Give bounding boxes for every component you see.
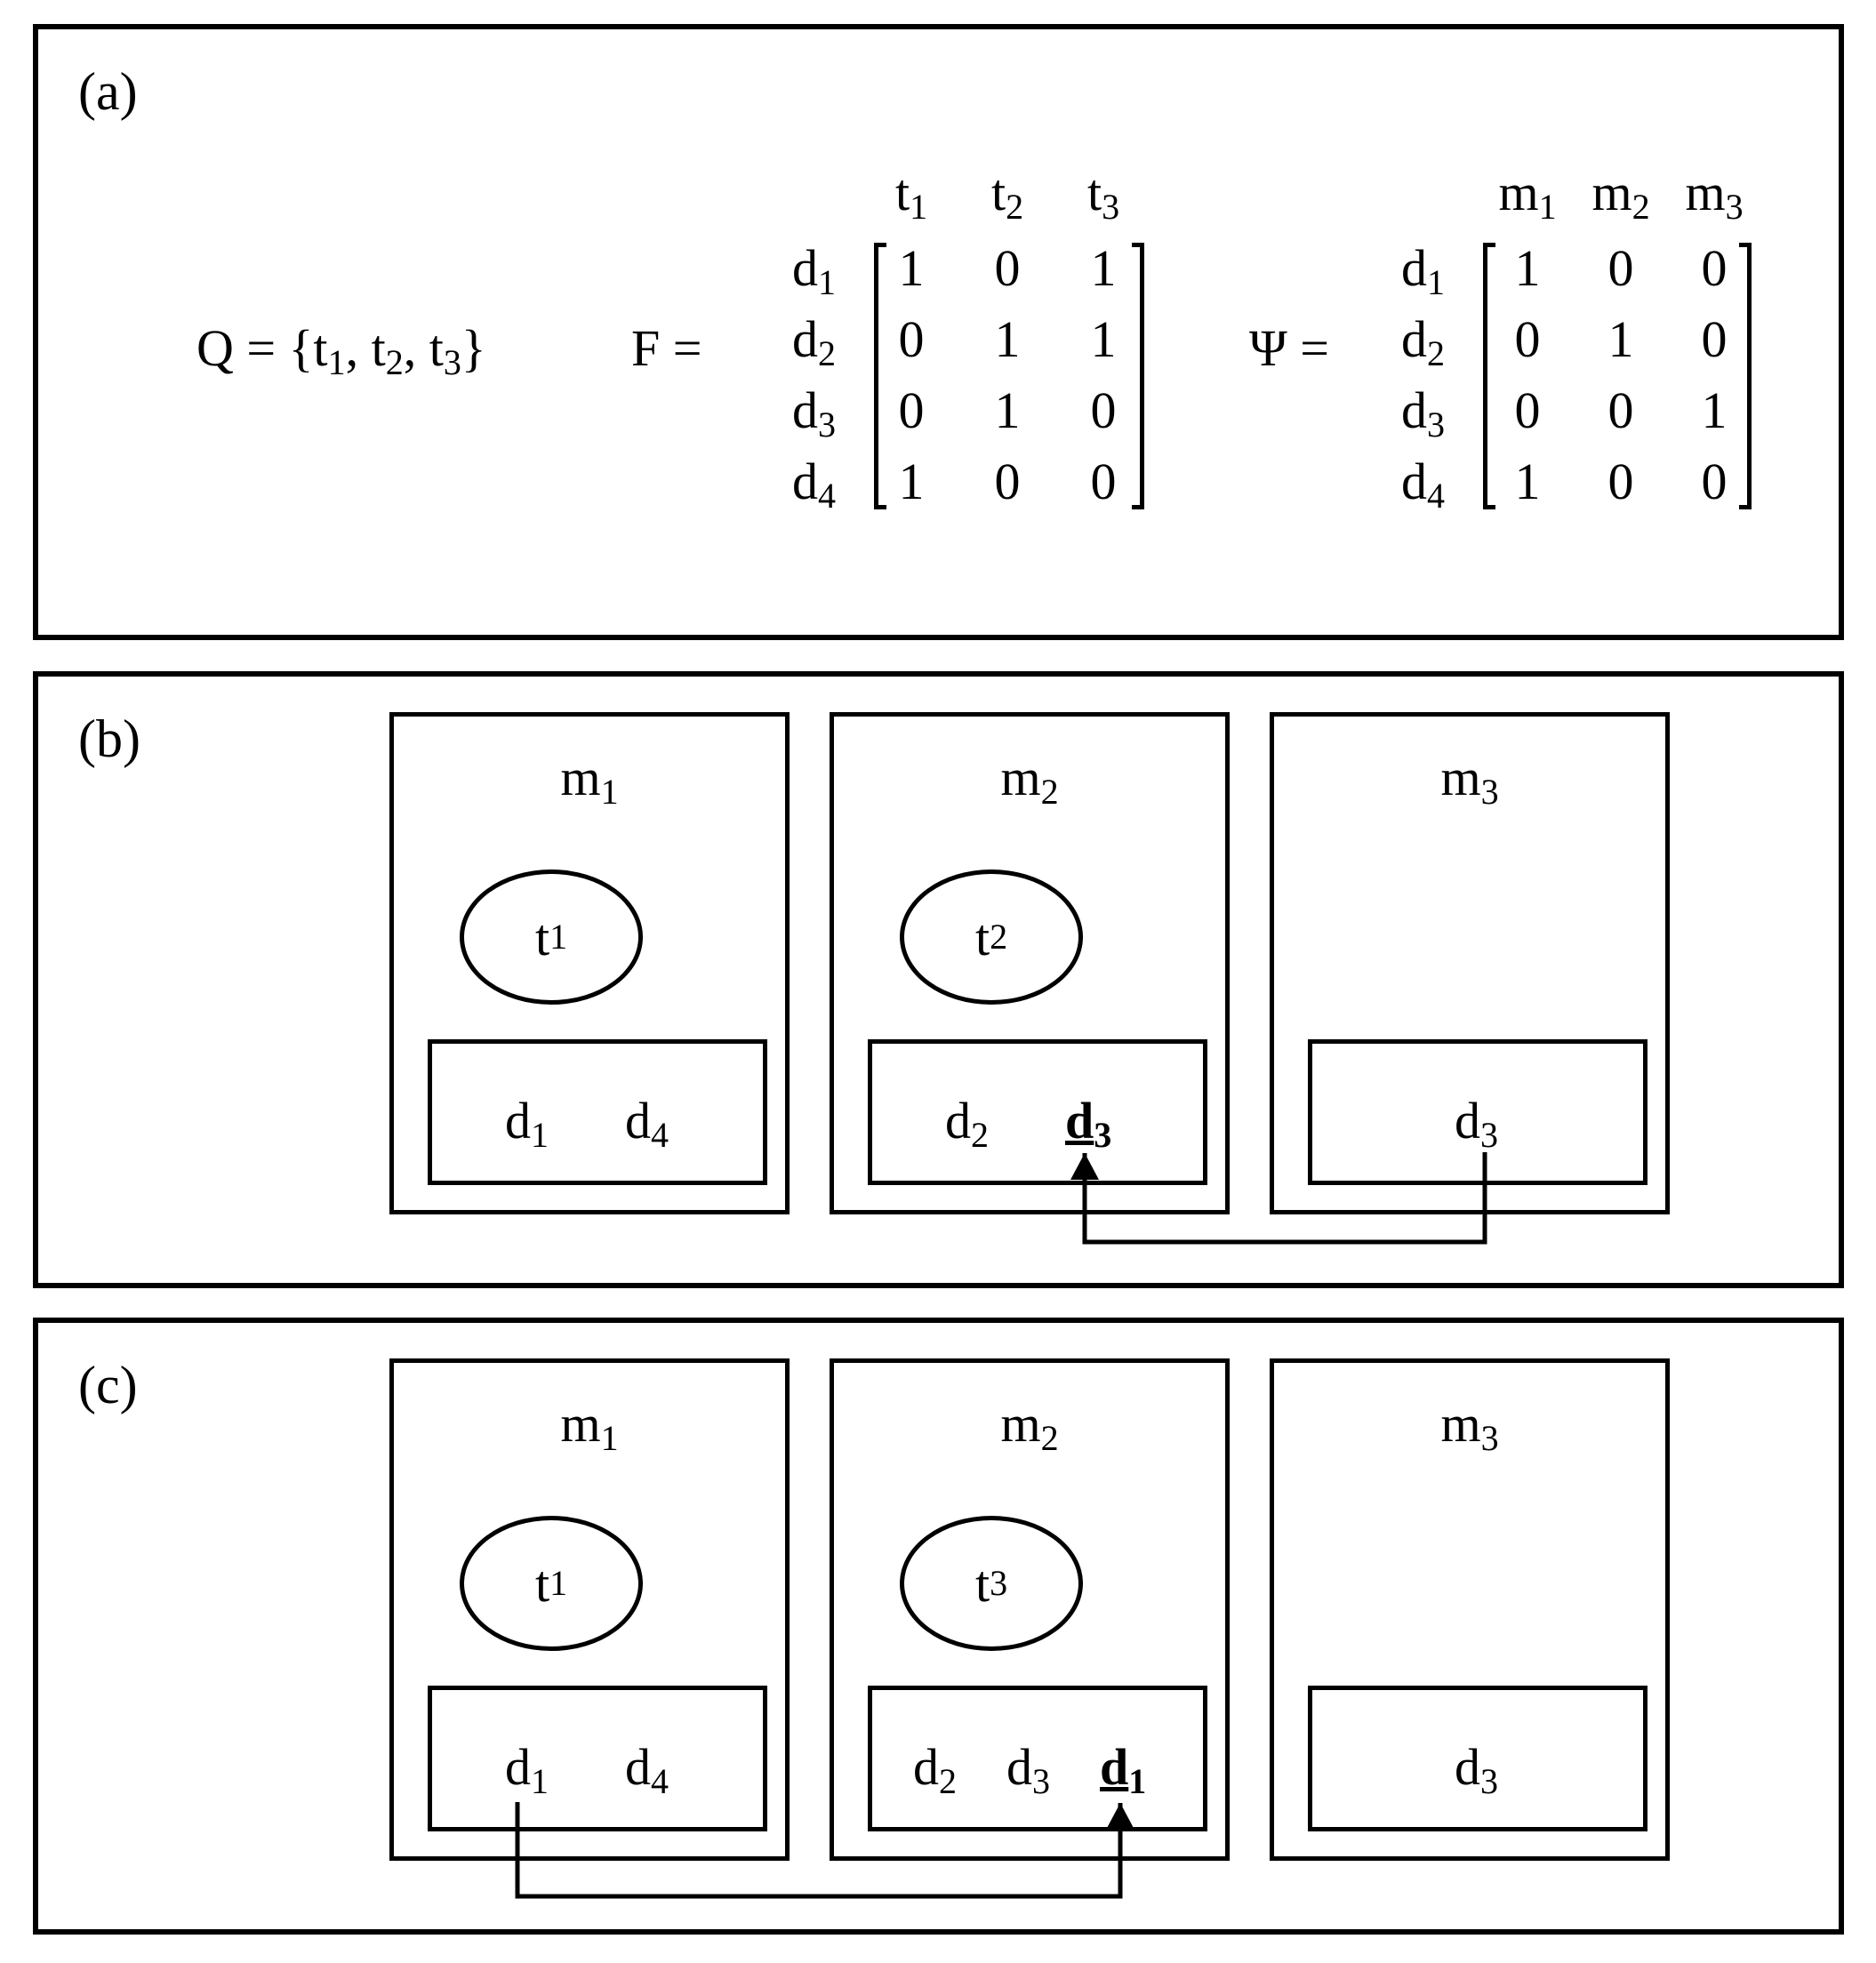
document-d4: d4 — [625, 1092, 669, 1155]
panel-label: (c) — [78, 1356, 138, 1414]
document-d1: d1 — [505, 1738, 549, 1801]
row-label: d3 — [792, 381, 836, 445]
machine-name: m2 — [1000, 1395, 1059, 1458]
matrix-cell: 1 — [898, 453, 925, 510]
matrix-cell: 0 — [898, 310, 925, 368]
row-label: d4 — [792, 453, 836, 516]
machine-name: m1 — [560, 749, 619, 812]
matrix-cell: 0 — [994, 239, 1021, 297]
document-store: d1 d4 — [428, 1039, 767, 1185]
matrix-cell: 1 — [1514, 453, 1541, 510]
row-label: d2 — [1401, 310, 1445, 373]
matrix-cell: 1 — [1090, 239, 1117, 297]
matrix-cell: 0 — [1607, 381, 1634, 439]
document-store: d2 d3 d1 — [868, 1686, 1207, 1831]
col-label: t1 — [894, 164, 928, 227]
panel-label: (b) — [78, 709, 140, 768]
matrix-cell: 0 — [1090, 453, 1117, 510]
row-label: d1 — [792, 239, 836, 302]
col-label: m2 — [1591, 164, 1650, 227]
right-bracket — [1132, 243, 1144, 509]
machine-name: m1 — [560, 1395, 619, 1458]
matrix-cell: 0 — [1607, 239, 1634, 297]
row-label: d1 — [1401, 239, 1445, 302]
matrix-cell: 0 — [1514, 381, 1541, 439]
row-label: d4 — [1401, 453, 1445, 516]
col-label: m1 — [1498, 164, 1557, 227]
machine-m3: m3 d3 — [1270, 712, 1670, 1214]
document-d1: d1 — [505, 1092, 549, 1155]
machine-name: m3 — [1440, 1395, 1499, 1458]
right-bracket — [1739, 243, 1752, 509]
matrix-cell: 0 — [1607, 453, 1634, 510]
matrix-cell: 0 — [1701, 453, 1728, 510]
query-set: Q = {t1, t2, t3} — [196, 319, 486, 382]
machine-name: m2 — [1000, 749, 1059, 812]
matrix-cell: 0 — [1090, 381, 1117, 439]
document-d1: d1 — [1100, 1738, 1147, 1801]
document-d3: d3 — [1455, 1738, 1498, 1801]
col-label: t3 — [1086, 164, 1120, 227]
matrix-cell: 0 — [1701, 310, 1728, 368]
panel-label: (a) — [78, 62, 138, 121]
matrix-cell: 1 — [994, 381, 1021, 439]
col-label: t2 — [990, 164, 1024, 227]
left-bracket — [874, 243, 886, 509]
matrix-cell: 1 — [1701, 381, 1728, 439]
matrix-cell: 0 — [1701, 239, 1728, 297]
matrix-cell: 0 — [994, 453, 1021, 510]
matrix-cell: 1 — [1090, 310, 1117, 368]
matrix-cell: 0 — [1514, 310, 1541, 368]
matrix-cell: 1 — [898, 239, 925, 297]
row-label: d2 — [792, 310, 836, 373]
matrix-cell: 1 — [1514, 239, 1541, 297]
document-d3: d3 — [1065, 1092, 1112, 1155]
psi-label: Ψ = — [1249, 319, 1330, 377]
col-label: m3 — [1685, 164, 1744, 227]
matrix-cell: 1 — [1607, 310, 1634, 368]
panel-a: (a) Q = {t1, t2, t3} F = t1 t2 t3 d1 d2 … — [33, 24, 1844, 640]
row-label: d3 — [1401, 381, 1445, 445]
document-store: d3 — [1308, 1039, 1648, 1185]
left-bracket — [1483, 243, 1495, 509]
document-store: d3 — [1308, 1686, 1648, 1831]
matrix-cell: 1 — [994, 310, 1021, 368]
machine-name: m3 — [1440, 749, 1499, 812]
machine-m3: m3 d3 — [1270, 1358, 1670, 1861]
document-d3: d3 — [1455, 1092, 1498, 1155]
f-label: F = — [631, 319, 702, 377]
document-d4: d4 — [625, 1738, 669, 1801]
document-d2: d2 — [913, 1738, 957, 1801]
document-d3: d3 — [1006, 1738, 1050, 1801]
document-store: d1 d4 — [428, 1686, 767, 1831]
matrix-cell: 0 — [898, 381, 925, 439]
document-d2: d2 — [945, 1092, 989, 1155]
document-store: d2 d3 — [868, 1039, 1207, 1185]
